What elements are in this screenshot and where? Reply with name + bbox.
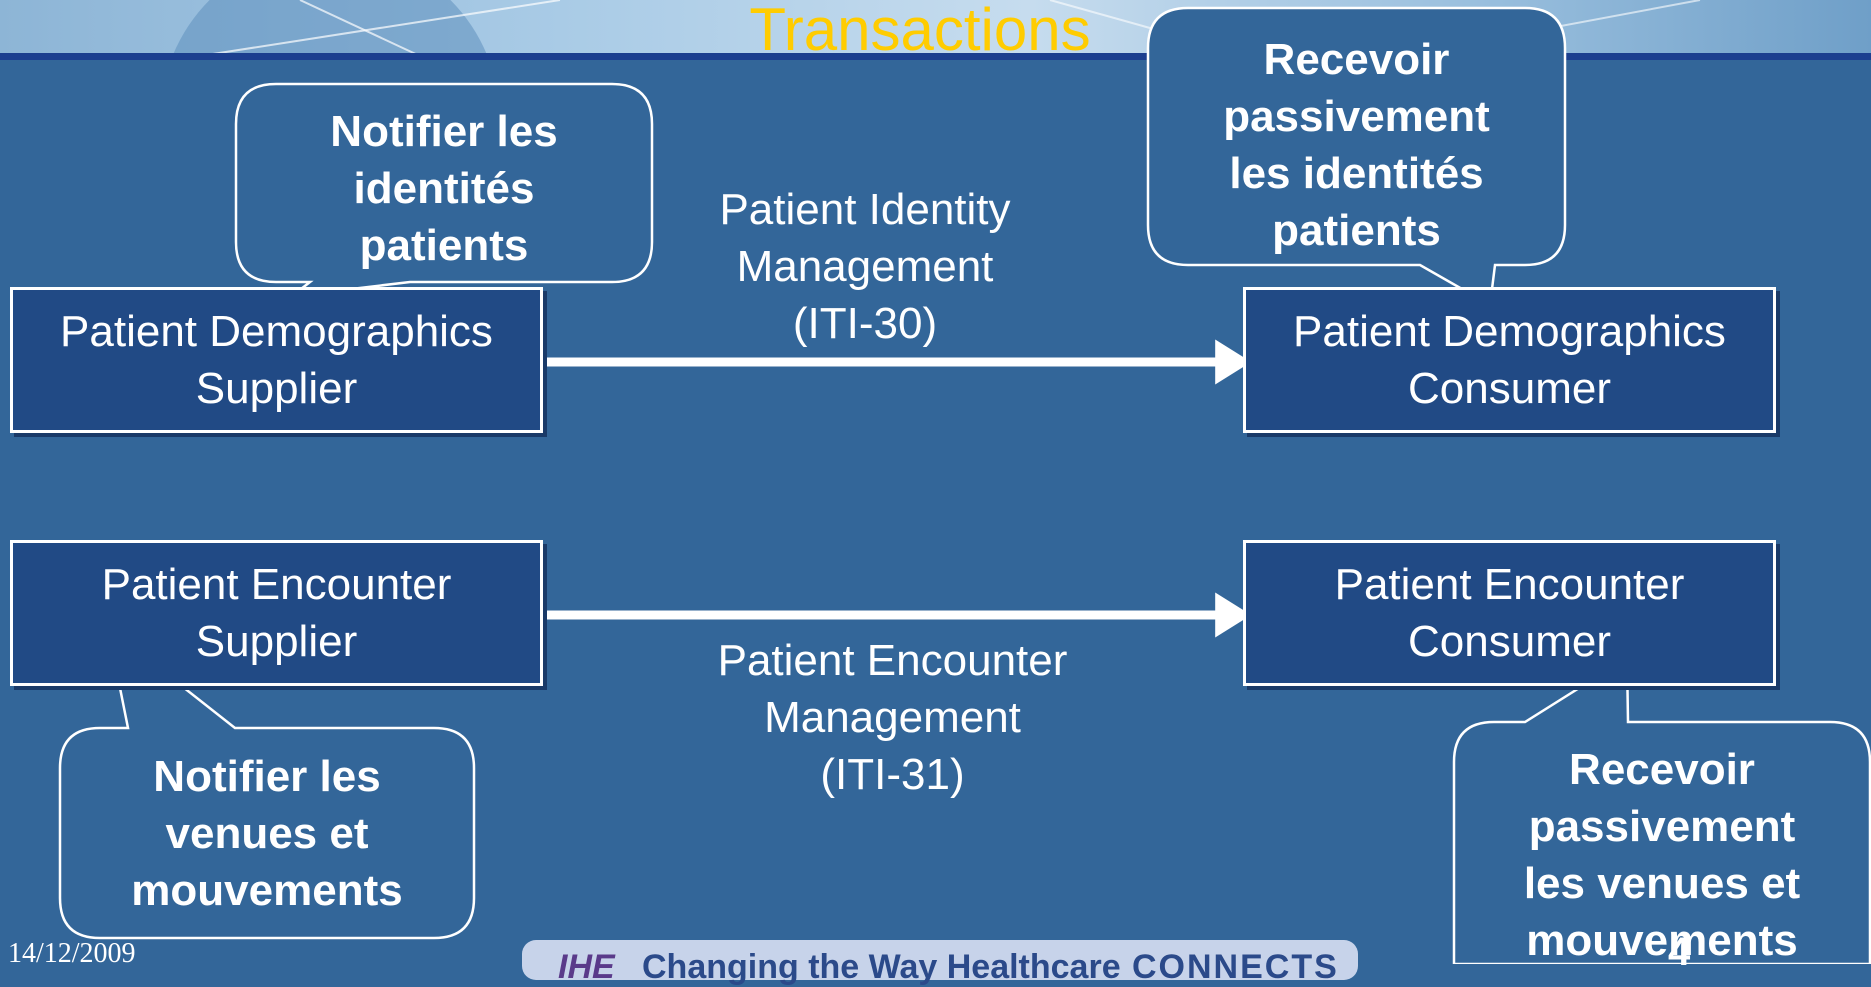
label-line: (ITI-30): [792, 299, 938, 348]
callout-line: mouvements: [1526, 916, 1798, 965]
label-line: (ITI-31): [820, 750, 965, 799]
callout-line: Notifier les: [330, 107, 558, 156]
callout-line: patients: [359, 221, 529, 270]
callout-line: identités: [353, 164, 535, 213]
page-number: 4: [1668, 930, 1691, 974]
actor-name: Patient Demographics: [60, 307, 493, 356]
footer-tagline: Changing the Way Healthcare: [642, 948, 1121, 986]
callout-line: passivement: [1223, 92, 1490, 141]
callout-receive-identities: Recevoir passivement les identités patie…: [1148, 31, 1565, 259]
ihe-logo: IHE: [558, 948, 615, 986]
header-divider: [0, 53, 1871, 60]
callout-line: les venues et: [1523, 859, 1801, 908]
actor-role: Supplier: [195, 617, 358, 666]
actor-name: Patient Encounter: [1334, 560, 1685, 609]
actor-pdq-supplier: Patient Demographics Supplier: [10, 287, 543, 433]
callout-receive-encounters-bubble: [1452, 655, 1871, 964]
footer-banner: IHE Changing the Way Healthcare CONNECTS: [522, 940, 1358, 986]
globe-graphic: [172, 0, 1701, 56]
callout-line: patients: [1272, 206, 1441, 255]
callout-receive-encounters: Recevoir passivement les venues et mouve…: [1454, 741, 1870, 969]
callout-line: venues et: [165, 809, 369, 858]
actor-name: Patient Demographics: [1293, 307, 1726, 356]
actor-role: Consumer: [1408, 364, 1611, 413]
callout-notify-identities: Notifier les identités patients: [236, 103, 652, 274]
diagram-shapes: [58, 6, 1871, 964]
actor-pdq-consumer: Patient Demographics Consumer: [1243, 287, 1776, 433]
slide-date: 14/12/2009: [8, 938, 136, 969]
callout-line: Recevoir: [1569, 745, 1755, 794]
transaction-iti31-label: Patient Encounter Management (ITI-31): [650, 632, 1135, 803]
actor-role: Consumer: [1408, 617, 1611, 666]
callout-notify-encounters-bubble: [58, 624, 476, 940]
footer-connects: CONNECTS: [1132, 948, 1339, 986]
label-line: Management: [764, 693, 1021, 742]
actor-encounter-consumer: Patient Encounter Consumer: [1243, 540, 1776, 686]
page-title: Transactions: [749, 0, 1091, 63]
actor-encounter-supplier: Patient Encounter Supplier: [10, 540, 543, 686]
label-line: Management: [736, 242, 994, 291]
callout-line: Notifier les: [153, 752, 381, 801]
actor-role: Supplier: [195, 364, 358, 413]
callout-line: mouvements: [131, 866, 403, 915]
label-line: Patient Identity: [719, 185, 1011, 234]
callout-line: Recevoir: [1263, 35, 1450, 84]
transaction-iti30-label: Patient Identity Management (ITI-30): [640, 181, 1090, 352]
callout-line: passivement: [1528, 802, 1796, 851]
label-line: Patient Encounter: [717, 636, 1068, 685]
callout-notify-encounters: Notifier les venues et mouvements: [60, 748, 474, 919]
actor-name: Patient Encounter: [101, 560, 452, 609]
callout-line: les identités: [1229, 149, 1484, 198]
